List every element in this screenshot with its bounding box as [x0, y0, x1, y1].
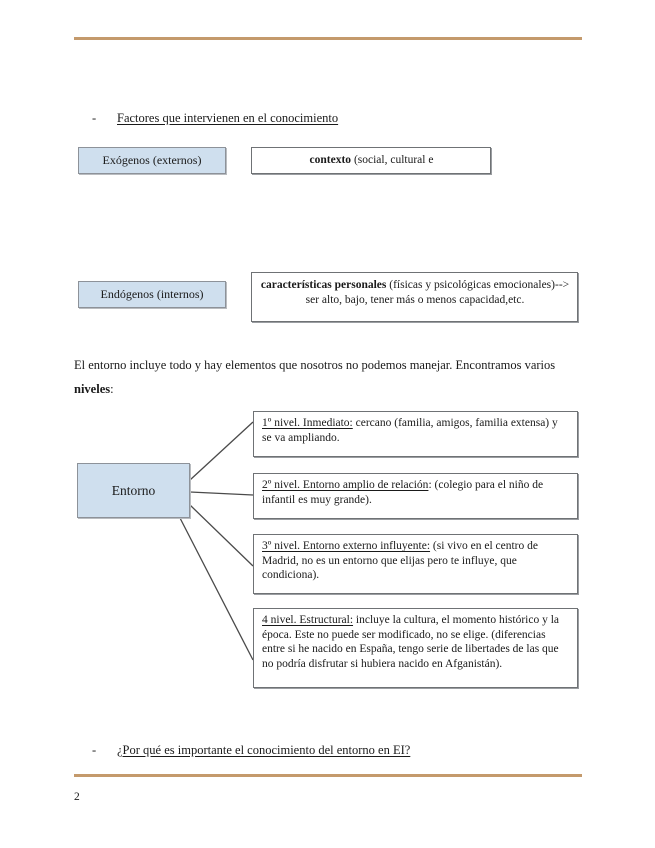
box-exogenos: Exógenos (externos) — [78, 147, 226, 174]
contexto-bold: contexto — [309, 154, 352, 166]
paragraph-part2: : — [110, 382, 114, 396]
caracteristicas-rest: (físicas y psicológicas emocionales)--> … — [305, 279, 570, 306]
box-caracteristicas: características personales (físicas y ps… — [251, 272, 578, 322]
nivel-4-lead: 4 nivel. Estructural: — [262, 614, 354, 626]
box-contexto: contexto (social, cultural e — [251, 147, 491, 174]
page-number: 2 — [74, 791, 80, 803]
box-entorno: Entorno — [77, 463, 190, 518]
nivel-1-body: cercano (familia, amigos, familia extens… — [262, 417, 558, 444]
bullet-dash-icon-2: - — [92, 743, 97, 757]
bullet-dash-icon: - — [92, 111, 97, 125]
nivel-4-body: incluye la cultura, el momento histórico… — [262, 614, 560, 670]
box-nivel-1: 1º nivel. Inmediato: cercano (familia, a… — [253, 411, 578, 457]
box-endogenos-label: Endógenos (internos) — [100, 287, 204, 301]
heading-factores-text: Factores que intervienen en el conocimie… — [117, 111, 339, 125]
header-rule — [74, 37, 582, 40]
box-endogenos: Endógenos (internos) — [78, 281, 226, 308]
nivel-2-body: : (colegio para el niño de infantil es m… — [262, 479, 544, 506]
box-entorno-label: Entorno — [111, 482, 156, 498]
paragraph-entorno: El entorno incluye todo y hay elementos … — [74, 353, 586, 401]
caracteristicas-bold: características personales — [260, 279, 387, 291]
footer-rule — [74, 774, 582, 777]
box-nivel-3: 3º nivel. Entorno externo influyente: (s… — [253, 534, 578, 594]
contexto-rest: (social, cultural e — [351, 154, 434, 166]
box-nivel-4: 4 nivel. Estructural: incluye la cultura… — [253, 608, 578, 688]
closing-question-text: ¿Por qué es importante el conocimiento d… — [117, 743, 411, 757]
nivel-3-lead: 3º nivel. Entorno externo influyente: — [262, 540, 431, 552]
paragraph-bold-niveles: niveles — [74, 382, 111, 396]
paragraph-part1: El entorno incluye todo y hay elementos … — [74, 358, 556, 372]
box-nivel-2: 2º nivel. Entorno amplio de relación: (c… — [253, 473, 578, 519]
nivel-3-body: (si vivo en el centro de Madrid, no es u… — [262, 540, 538, 581]
nivel-2-lead: 2º nivel. Entorno amplio de relación — [262, 479, 429, 491]
box-exogenos-label: Exógenos (externos) — [102, 153, 202, 167]
nivel-1-lead: 1º nivel. Inmediato: — [262, 417, 353, 429]
